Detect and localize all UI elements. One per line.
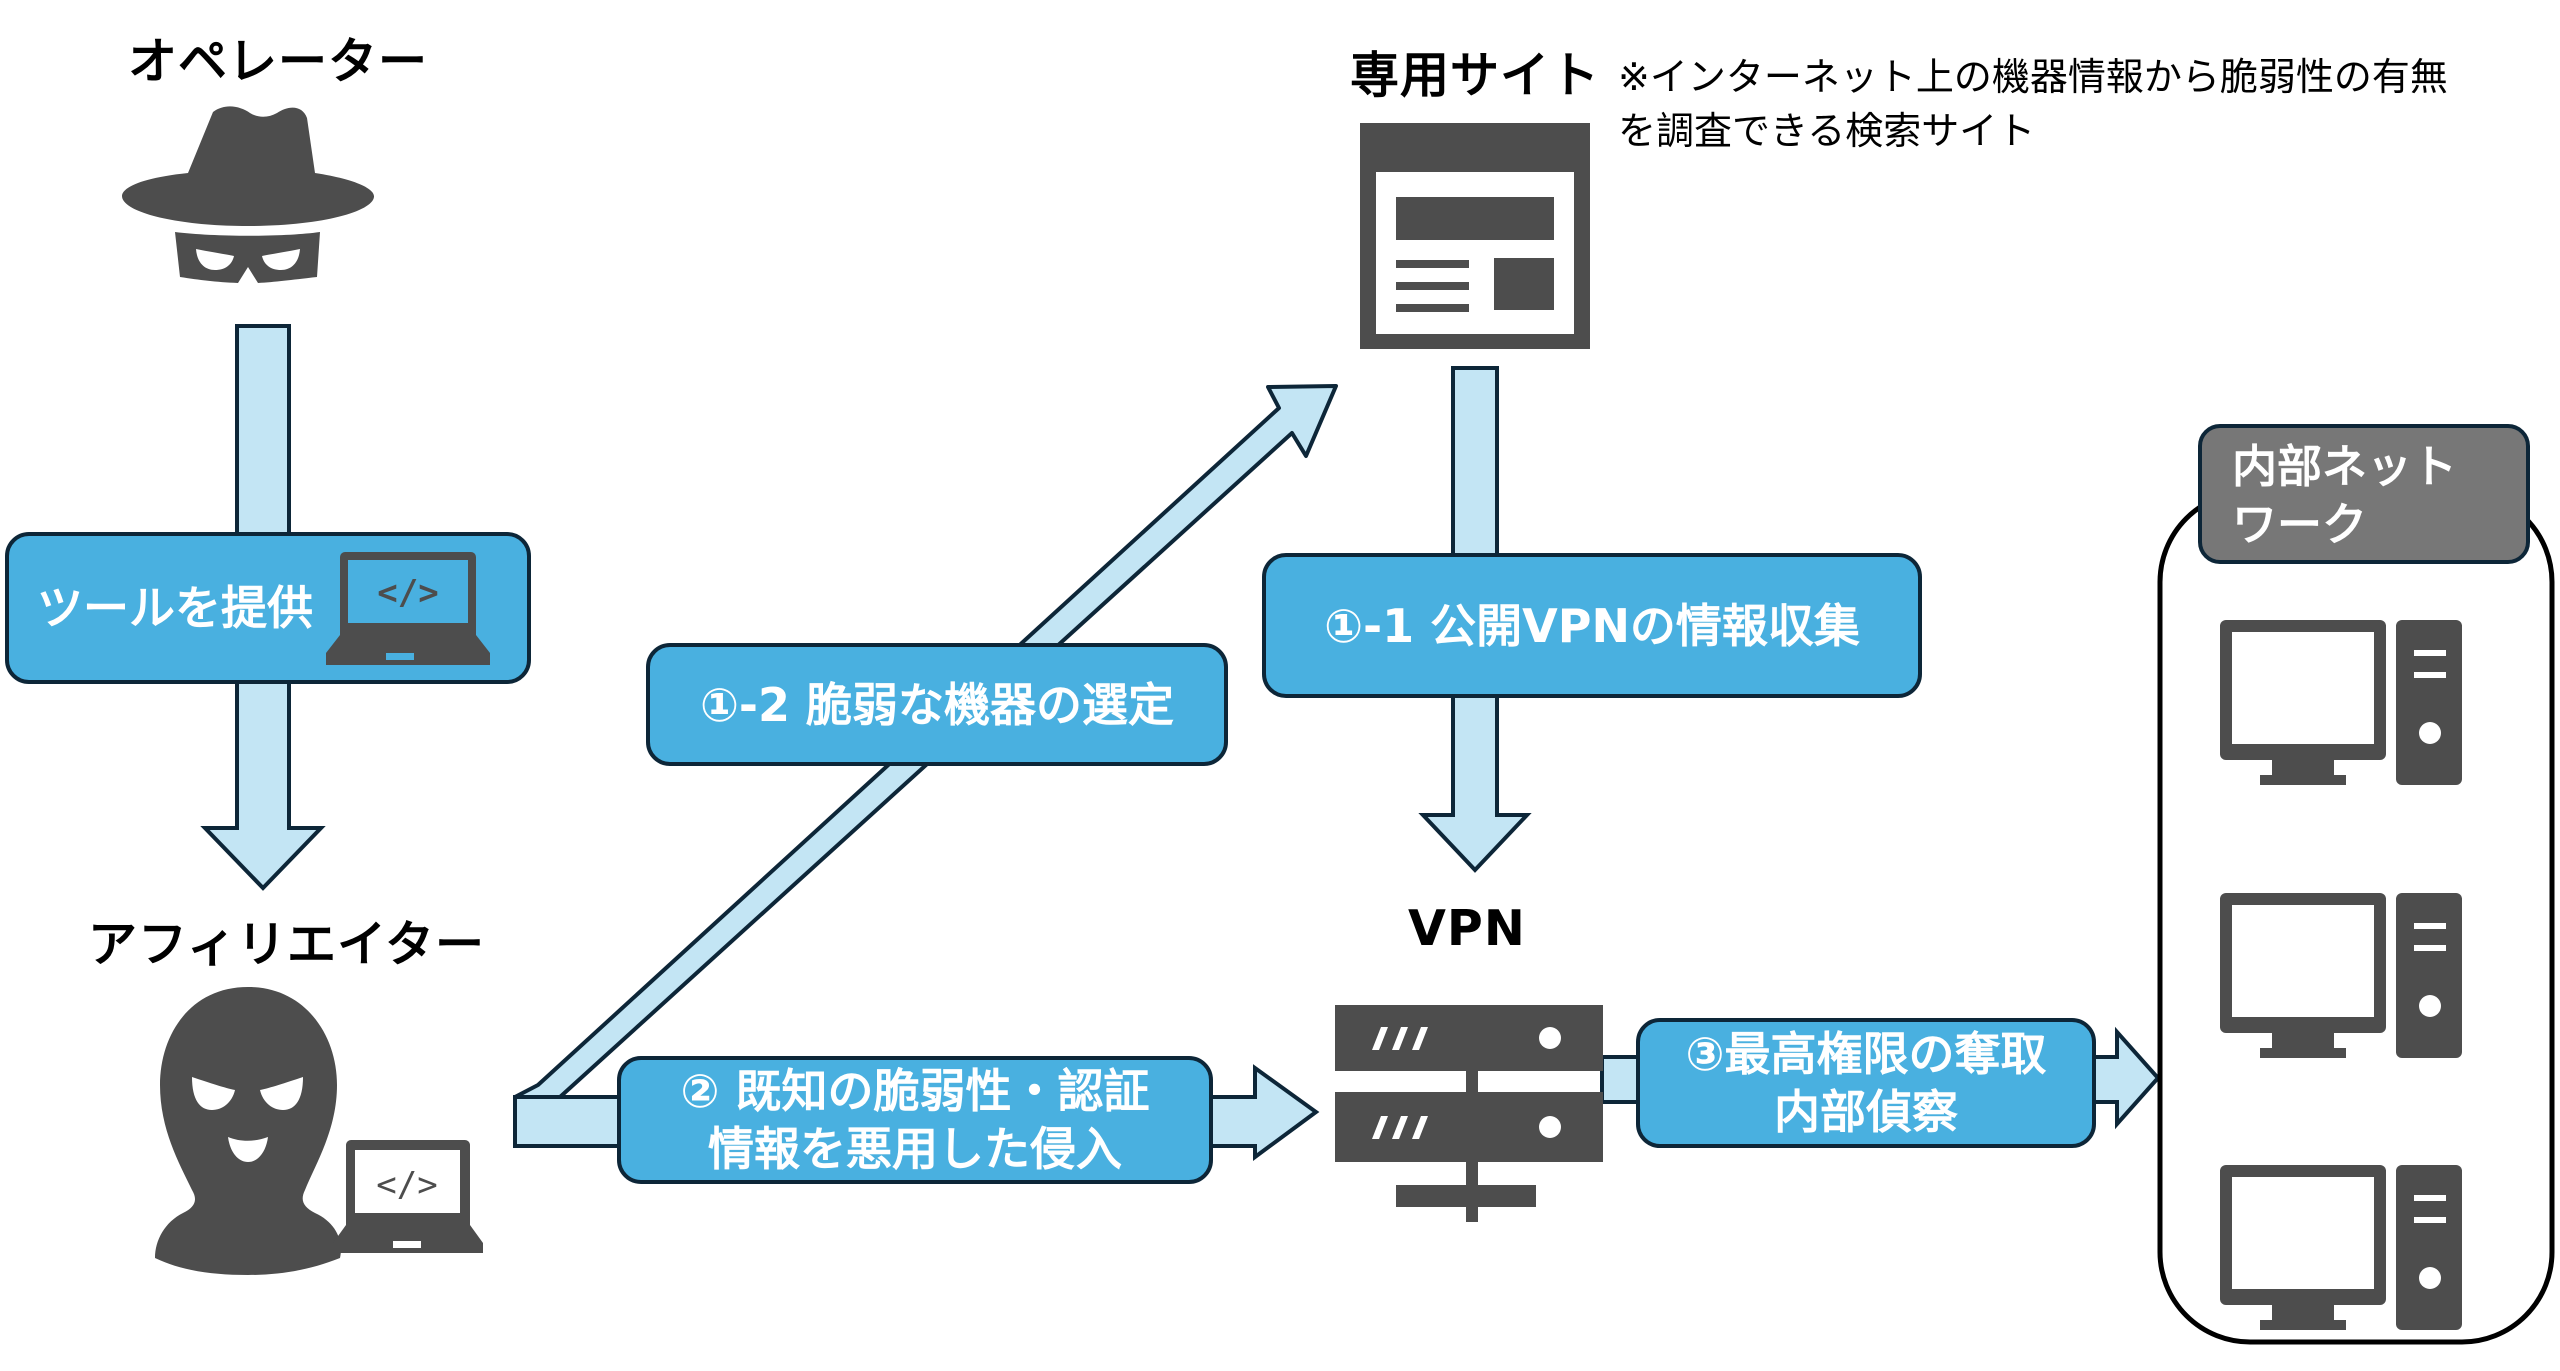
masked-attacker-icon [155,987,341,1275]
spy-hat-mask-icon [122,106,375,283]
step-2-line-2: 情報を悪用した侵入 [708,1122,1122,1176]
site-note: ※インターネット上の機器情報から脆弱性の有無 を調査できる検索サイト [1618,50,2448,158]
step-1-1-box: ①-1 公開VPNの情報収集 [1262,553,1922,698]
svg-text:</>: </> [377,573,438,613]
webpage-icon [1360,123,1590,349]
step-1-2-label: ①-2 脆弱な機器の選定 [699,677,1175,732]
site-note-line-2: を調査できる検索サイト [1618,109,2036,153]
step-1-2-box: ①-2 脆弱な機器の選定 [646,643,1228,766]
desktop-computer-icon [2220,620,2462,785]
laptop-code-icon: </> [326,552,490,665]
step-3-box: ③最高権限の奪取 内部偵察 [1636,1018,2096,1148]
site-label: 専用サイト [1350,47,1601,104]
provide-tool-box: ツールを提供 </> [5,532,531,684]
internal-network-label: 内部ネット ワーク [2198,424,2530,564]
site-note-line-1: ※インターネット上の機器情報から脆弱性の有無 [1618,55,2448,99]
internal-network-label-line-2: ワーク [2232,498,2368,551]
vpn-label: VPN [1408,900,1526,957]
step-3-line-2: 内部偵察 [1774,1085,1958,1139]
svg-text:</>: </> [376,1165,437,1205]
operator-label: オペレーター [128,33,429,90]
desktop-computer-icon [2220,893,2462,1058]
server-icon [1335,1005,1603,1222]
step-2-box: ② 既知の脆弱性・認証 情報を悪用した侵入 [617,1056,1213,1184]
provide-tool-label: ツールを提供 [37,581,313,635]
step-2-line-1: ② 既知の脆弱性・認証 [680,1064,1150,1118]
step-3-line-1: ③最高権限の奪取 [1685,1027,2047,1081]
arrow-affiliate-to-site [513,384,1338,1148]
laptop-code-icon: </> [333,1140,483,1253]
internal-network-label-line-1: 内部ネット [2232,440,2458,493]
step-1-1-label: ①-1 公開VPNの情報収集 [1324,598,1860,653]
affiliate-label: アフィリエイター [88,916,486,973]
desktop-computer-icon [2220,1165,2462,1330]
